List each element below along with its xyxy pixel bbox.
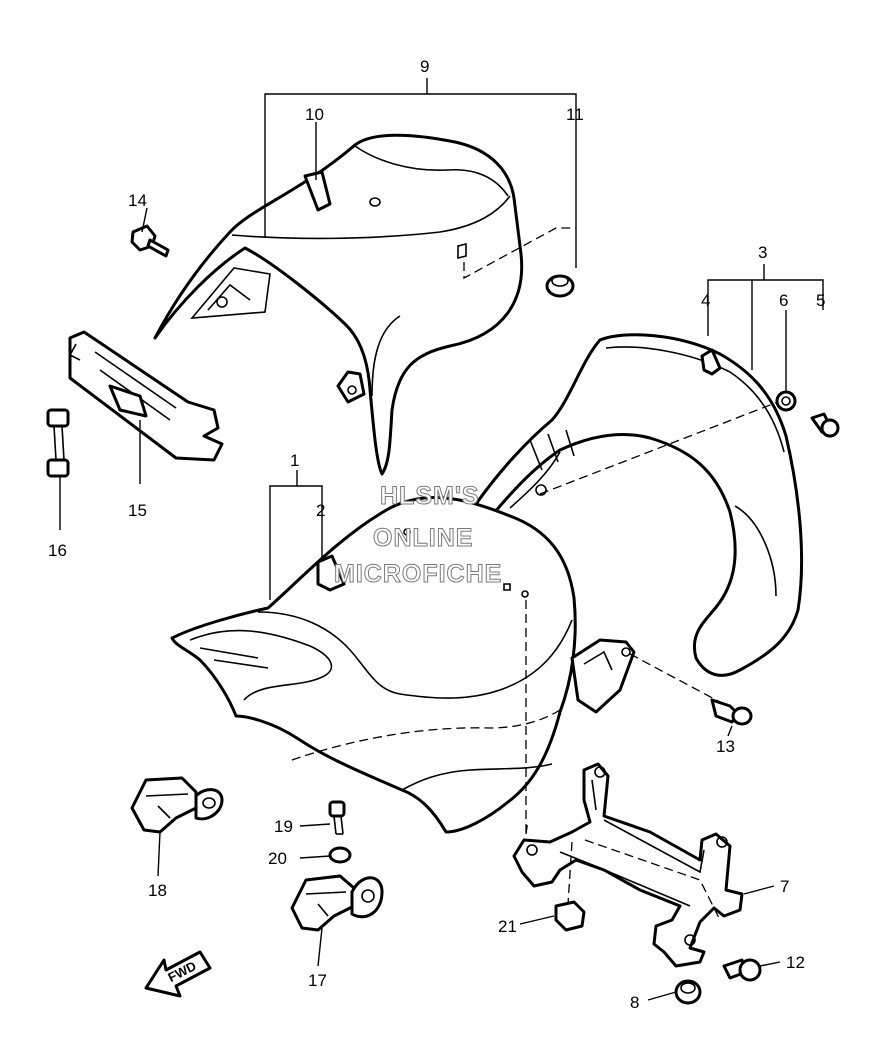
part-16-strap xyxy=(46,408,70,478)
callout-14: 14 xyxy=(128,191,147,210)
callout-1: 1 xyxy=(290,451,299,470)
callout-9: 9 xyxy=(420,57,429,76)
fwd-direction-arrow: FWD xyxy=(144,950,212,998)
callout-labels: 9 10 11 14 3 4 6 5 1 2 15 16 13 19 20 18… xyxy=(48,57,825,1012)
callout-18: 18 xyxy=(148,881,167,900)
leader-lines xyxy=(59,78,824,1001)
part-2 xyxy=(316,554,346,592)
part-5-screw xyxy=(810,412,840,438)
part-21 xyxy=(554,900,586,932)
part-6 xyxy=(775,390,797,412)
part-14-bolt xyxy=(130,224,170,258)
watermark: HLSM'S ONLINE MICROFICHE xyxy=(334,482,502,589)
callout-10: 10 xyxy=(305,105,324,124)
part-4 xyxy=(700,348,722,376)
part-19-bolt xyxy=(328,800,346,835)
callout-6: 6 xyxy=(779,291,788,310)
callout-17: 17 xyxy=(308,971,327,990)
callout-8: 8 xyxy=(630,993,639,1012)
part-18-hook xyxy=(130,776,224,834)
part-20-nut xyxy=(328,846,352,864)
callout-13: 13 xyxy=(716,737,735,756)
part-15-bracket xyxy=(68,330,224,462)
part-7-bracket xyxy=(512,762,744,968)
callout-16: 16 xyxy=(48,541,67,560)
part-11 xyxy=(545,274,575,298)
watermark-line-1: HLSM'S xyxy=(380,482,479,510)
callout-11: 11 xyxy=(566,105,584,124)
part-8 xyxy=(674,979,702,1005)
callout-4: 4 xyxy=(701,291,710,310)
callout-3: 3 xyxy=(758,243,767,262)
callout-2: 2 xyxy=(316,501,325,520)
callout-5: 5 xyxy=(816,291,825,310)
watermark-line-2: ONLINE xyxy=(373,524,473,552)
callout-19: 19 xyxy=(274,817,293,836)
callout-15: 15 xyxy=(128,501,147,520)
watermark-line-3: MICROFICHE xyxy=(334,560,502,588)
callout-12: 12 xyxy=(786,953,805,972)
part-12-bolt xyxy=(722,958,762,982)
part-13-bolt xyxy=(710,698,753,726)
callout-21: 21 xyxy=(498,917,517,936)
front-seat xyxy=(170,496,636,834)
callout-20: 20 xyxy=(268,849,287,868)
callout-7: 7 xyxy=(780,877,789,896)
rear-seat xyxy=(153,133,524,476)
part-17-hook xyxy=(290,874,384,932)
